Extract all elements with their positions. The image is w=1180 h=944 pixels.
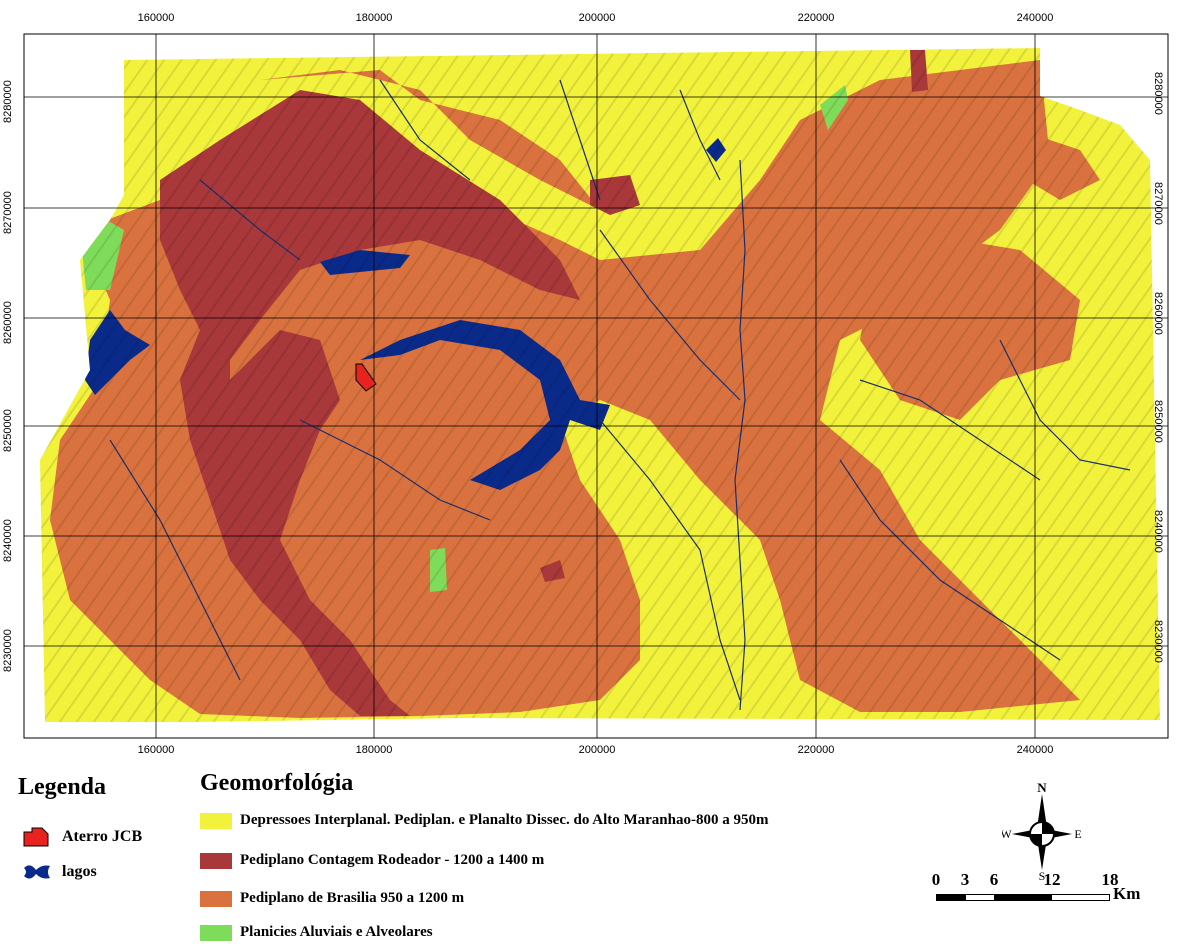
geo-label-brasilia: Pediplano de Brasilia 950 a 1200 m (240, 890, 465, 906)
legend-item-aterro: Aterro JCB (22, 826, 142, 848)
coord-x-top-1: 160000 (137, 12, 175, 24)
swatch-brasilia (200, 890, 232, 907)
coord-y-left-5: 8240000 (2, 519, 14, 562)
coord-x-top-4: 220000 (797, 12, 835, 24)
geomorphology-map (23, 33, 1169, 739)
swatch-contagem (200, 852, 232, 869)
compass-w: W (1002, 827, 1012, 841)
coord-y-left-3: 8260000 (2, 301, 14, 344)
coord-x-bottom-4: 220000 (797, 744, 835, 756)
coord-y-left-1: 8280000 (2, 80, 14, 123)
coordinate-grid (24, 34, 1168, 738)
coord-y-left-4: 8250000 (2, 409, 14, 452)
legend-item-lagos: lagos (22, 862, 97, 882)
compass-s: S (1039, 869, 1046, 882)
coord-y-left-6: 8230000 (2, 629, 14, 672)
swatch-planicies (200, 924, 232, 941)
swatch-depressoes (200, 812, 232, 829)
legend-lagos-label: lagos (62, 863, 97, 880)
coord-y-right-6: 8230000 (1152, 620, 1164, 663)
legend-aterro-label: Aterro JCB (62, 828, 143, 845)
geo-label-contagem: Pediplano Contagem Rodeador - 1200 a 140… (240, 852, 545, 868)
geo-item-contagem: Pediplano Contagem Rodeador - 1200 a 140… (200, 852, 544, 869)
compass-e: E (1074, 827, 1081, 841)
scale-unit: Km (1113, 884, 1141, 903)
coord-y-left-2: 8270000 (2, 191, 14, 234)
coord-x-bottom-5: 240000 (1016, 744, 1054, 756)
coord-y-right-3: 8260000 (1152, 292, 1164, 335)
relief-shading (40, 48, 1160, 722)
scale-label-3: 3 (960, 870, 970, 889)
coord-y-right-2: 8270000 (1152, 182, 1164, 225)
compass-n: N (1037, 782, 1047, 795)
coord-y-right-1: 8280000 (1152, 72, 1164, 115)
coord-x-bottom-3: 200000 (578, 744, 616, 756)
geomorfologia-title: Geomorfológia (200, 770, 354, 796)
coord-x-bottom-1: 160000 (137, 744, 175, 756)
scale-bar-segments (936, 894, 1110, 901)
geo-item-brasilia: Pediplano de Brasilia 950 a 1200 m (200, 890, 464, 907)
coord-y-right-4: 8250000 (1152, 400, 1164, 443)
coord-x-top-3: 200000 (578, 12, 616, 24)
scale-label-18: 18 (1101, 870, 1119, 889)
coord-x-bottom-2: 180000 (355, 744, 393, 756)
geo-label-planicies: Planicies Aluviais e Alveolares (240, 924, 433, 940)
scale-label-6: 6 (989, 870, 999, 889)
legend-title: Legenda (18, 774, 107, 800)
coord-y-right-5: 8240000 (1152, 510, 1164, 553)
aterro-icon (23, 827, 49, 847)
geo-item-depressoes: Depressoes Interplanal. Pediplan. e Plan… (200, 812, 768, 829)
scale-bar: 0 3 6 12 18 Km (930, 870, 1170, 940)
geo-label-depressoes: Depressoes Interplanal. Pediplan. e Plan… (240, 812, 769, 828)
coord-x-top-5: 240000 (1016, 12, 1054, 24)
lake-icon (24, 865, 50, 879)
geo-item-planicies: Planicies Aluviais e Alveolares (200, 924, 433, 941)
aterro-jcb-polygon (355, 363, 377, 392)
scale-label-0: 0 (931, 870, 941, 889)
scale-label-12: 12 (1043, 870, 1061, 889)
north-arrow-compass: N S W E (1002, 782, 1082, 882)
coord-x-top-2: 180000 (355, 12, 393, 24)
